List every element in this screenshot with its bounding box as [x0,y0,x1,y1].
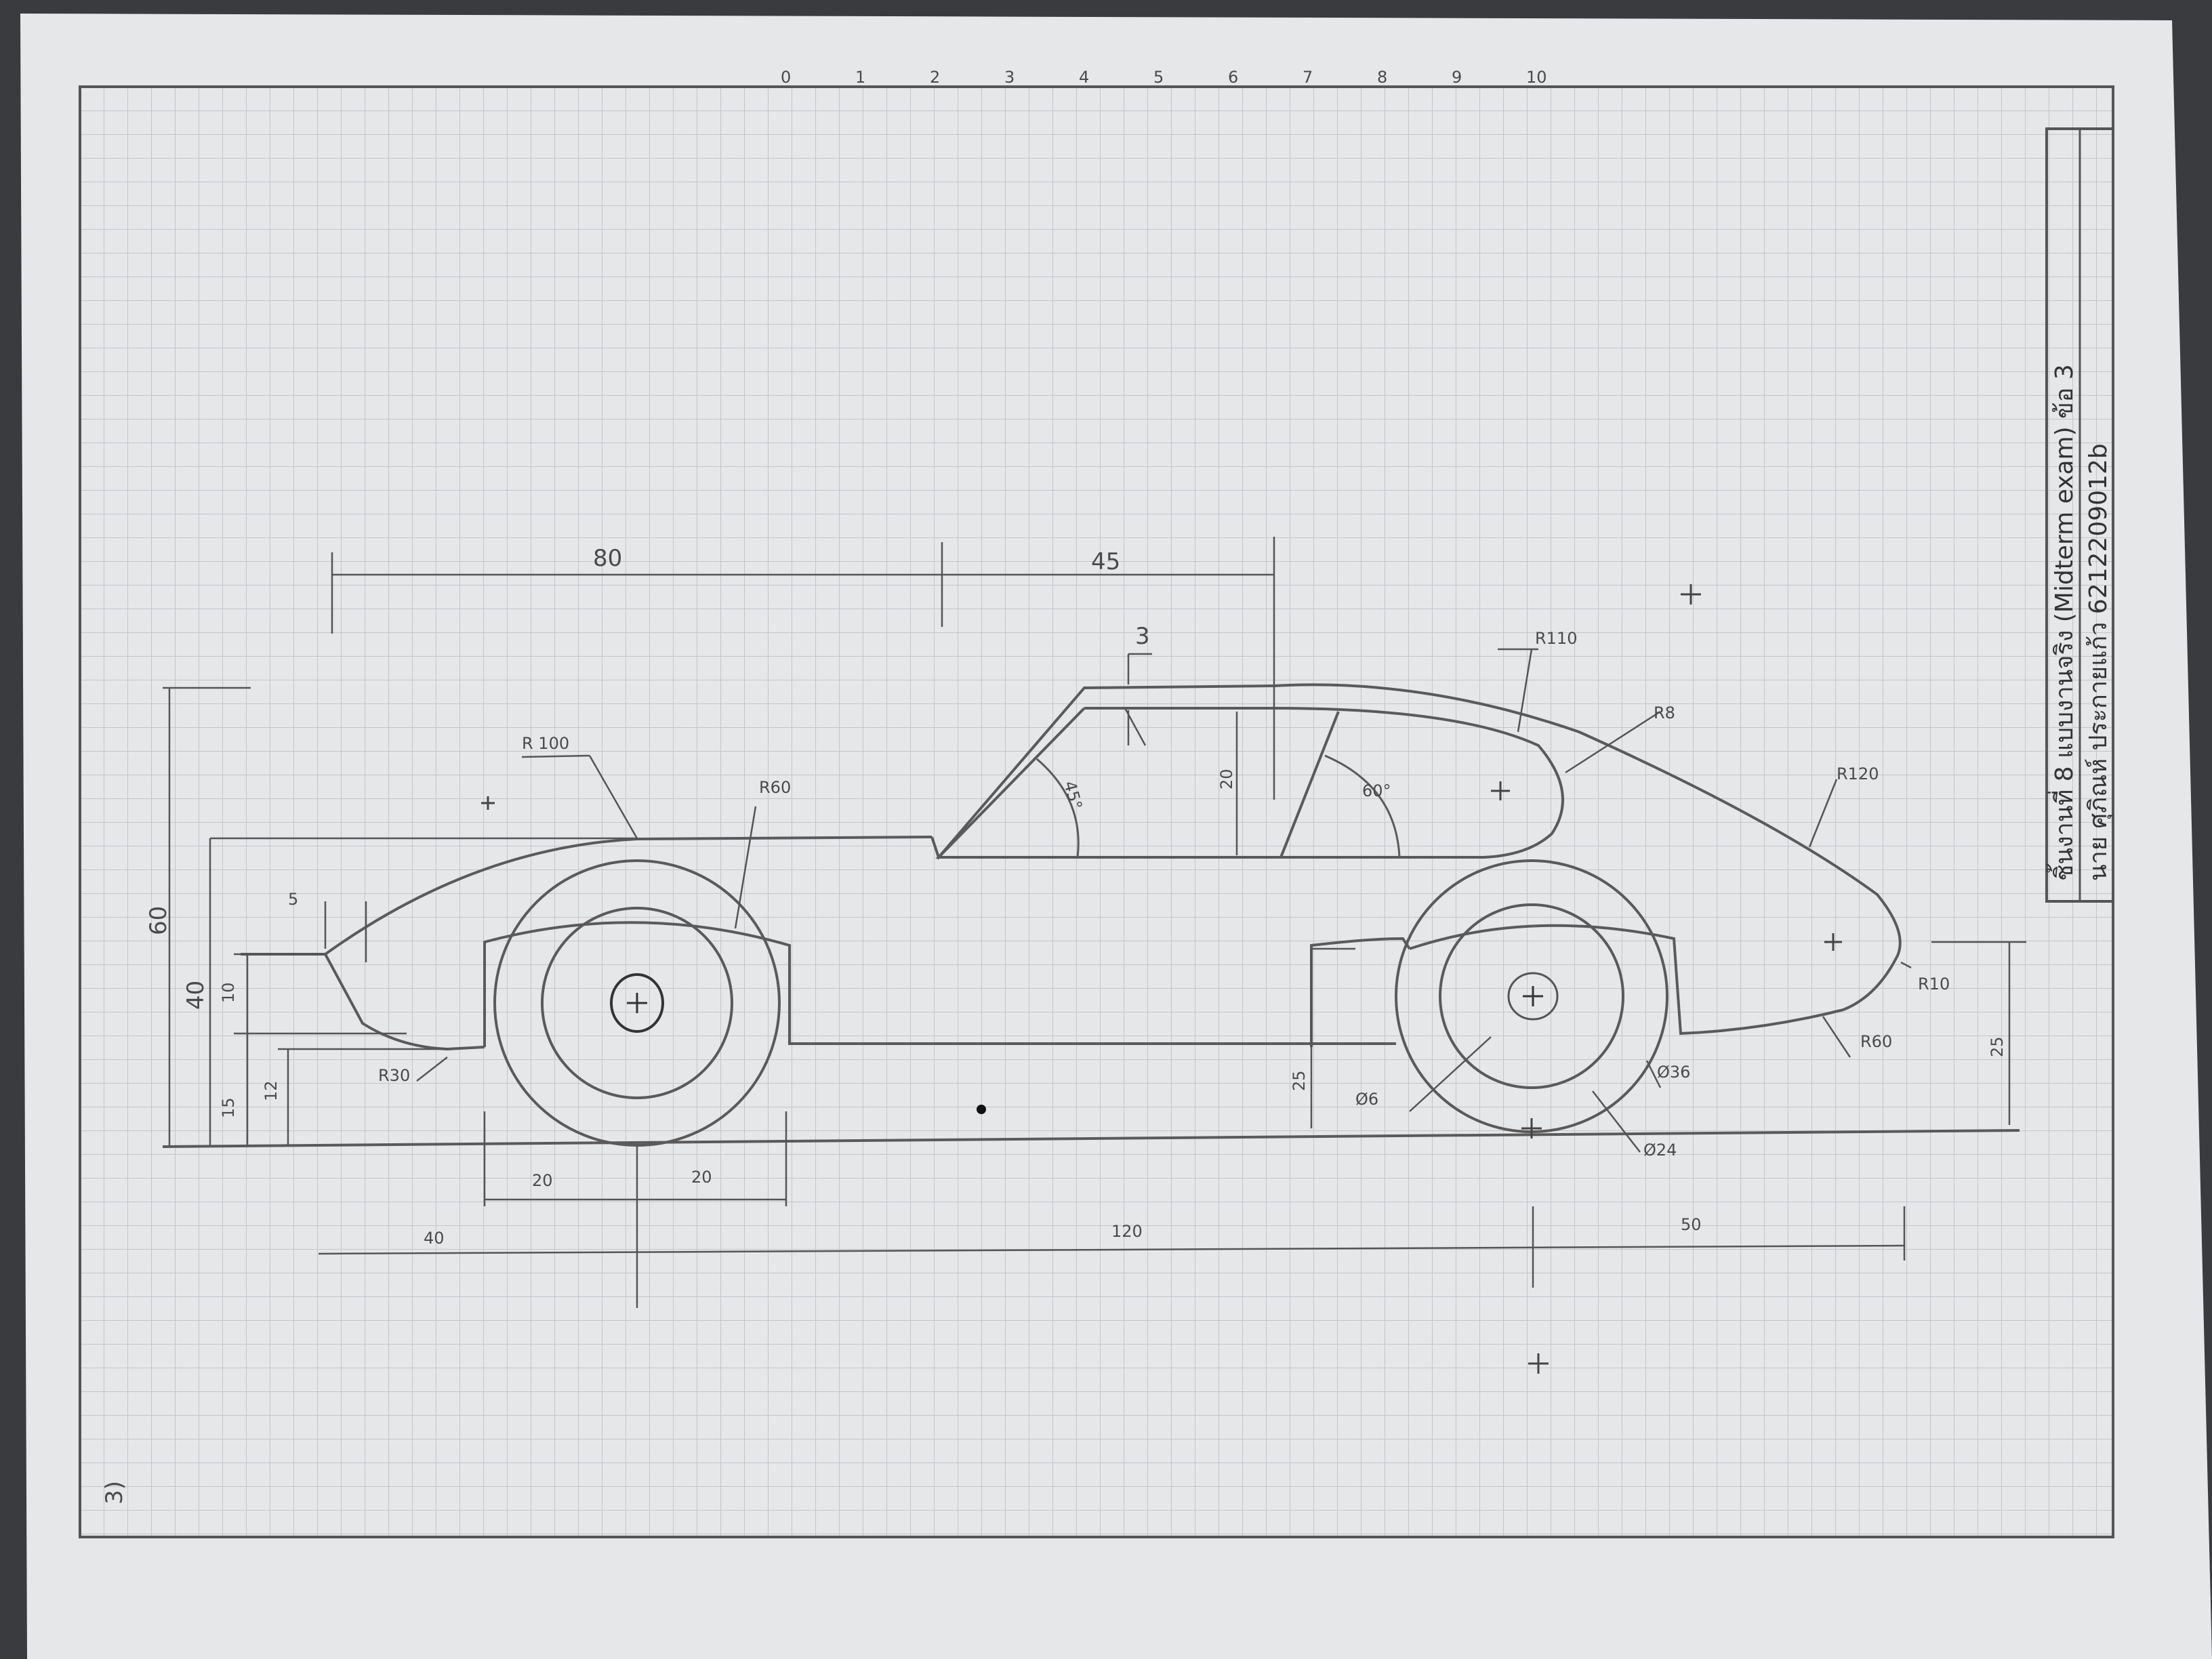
scale-tick-1: 1 [855,68,865,87]
dim-dia36: Ø36 [1657,1063,1690,1082]
dim-r110: R110 [1535,629,1577,648]
dim-12: 12 [262,1080,281,1101]
dim-r60-rear: R60 [1860,1032,1892,1051]
dim-10: 10 [219,982,238,1003]
center-marks [481,584,1842,1374]
dim-dia6: Ø6 [1355,1090,1378,1109]
scale-tick-3: 3 [1004,68,1015,87]
dim-25-right: 25 [1988,1036,2007,1057]
car-outline [162,683,2020,1148]
dim-r8: R8 [1654,703,1675,722]
dim-r60-front: R60 [759,778,791,797]
scale-ticks: 0 1 2 3 4 5 6 7 8 9 10 [781,68,1547,87]
scale-tick-9: 9 [1452,68,1462,87]
title-block: ชิ้นงานที่ 8 แบบงานจริง (Midterm exam) ข… [2045,127,2114,903]
scale-tick-8: 8 [1377,68,1387,87]
dim-r100: R 100 [522,734,569,753]
dim-15: 15 [219,1097,238,1118]
corner-mark: 3) [101,1481,128,1504]
dim-bottom-20a: 20 [532,1171,553,1190]
dim-60: 60 [145,906,172,935]
dim-45: 45 [1091,548,1120,575]
dim-80: 80 [593,545,622,572]
scale-tick-4: 4 [1079,68,1089,87]
grid-area [80,87,2113,1537]
dim-25-left: 25 [1290,1070,1309,1091]
scale-tick-10: 10 [1526,68,1547,87]
scale-tick-0: 0 [781,68,791,87]
wheel-hubs [610,972,1559,1114]
scale-tick-2: 2 [930,68,940,87]
dim-40: 40 [182,981,209,1010]
dimension-lines [163,537,2026,1308]
scale-tick-7: 7 [1303,68,1313,87]
title-line-1: ชิ้นงานที่ 8 แบบงานจริง (Midterm exam) ข… [2046,364,2078,881]
dim-nose-5: 5 [288,890,298,909]
dim-r10: R10 [1918,975,1950,994]
dim-r120: R120 [1837,764,1879,783]
dim-angle-60: 60° [1362,781,1391,800]
dimension-labels: 80 45 3 60 40 10 15 12 5 20 45° 60° R 10… [145,545,2007,1248]
dim-bottom-40: 40 [424,1229,445,1248]
dim-bottom-20b: 20 [691,1168,712,1187]
dim-bottom-50: 50 [1681,1215,1702,1234]
scale-tick-6: 6 [1228,68,1238,87]
dim-dia24: Ø24 [1643,1141,1677,1160]
dim-bottom-120: 120 [1111,1222,1143,1241]
title-line-2: นาย ศุภิณห์ ประกายแก้ว 6212209012b [2085,443,2113,881]
dim-window-20: 20 [1217,769,1236,790]
dim-roof-3: 3 [1135,623,1150,650]
scale-tick-5: 5 [1153,68,1164,87]
dim-r30: R30 [378,1066,410,1085]
